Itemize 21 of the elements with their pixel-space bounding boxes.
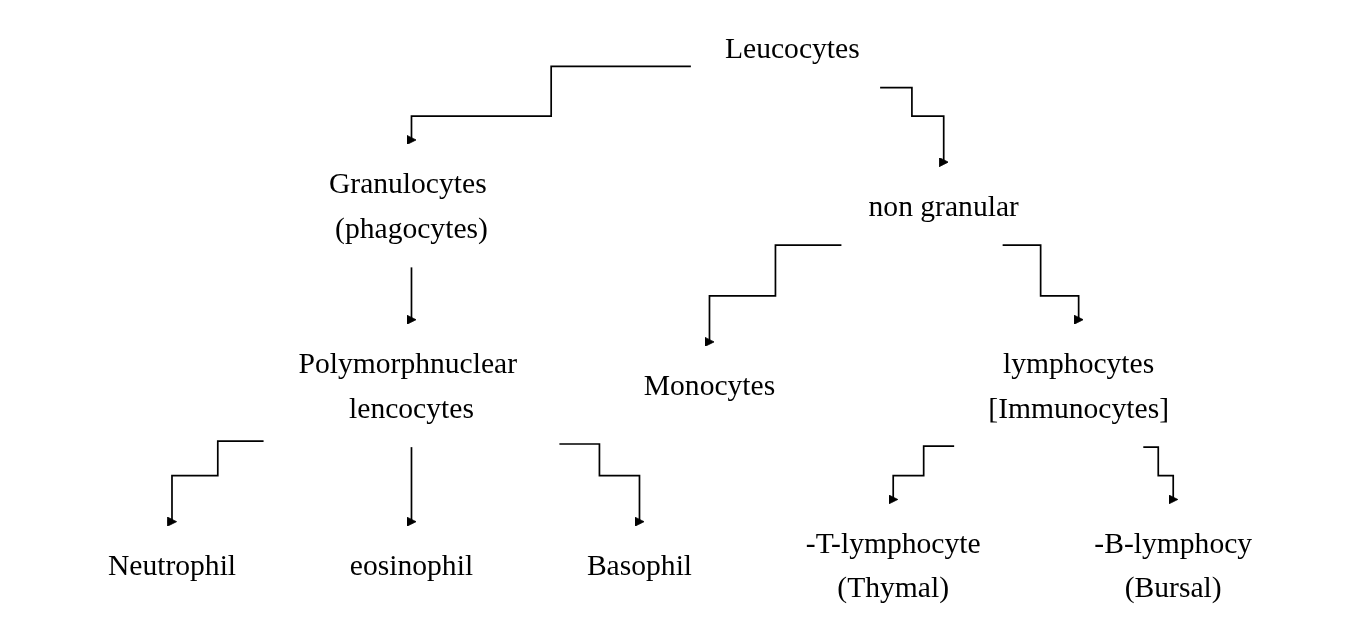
node-text: Monocytes (643, 369, 776, 403)
node-text: Basophil (586, 548, 693, 582)
node-text: Leucocytes (725, 31, 860, 65)
node-text: Neutrophil (107, 548, 237, 582)
arrow (406, 446, 417, 527)
node-text: non granular (868, 189, 1019, 223)
arrow (167, 440, 265, 527)
arrow (888, 445, 955, 505)
arrow (406, 266, 417, 325)
node-text: eosinophil (349, 548, 474, 582)
arrow (1142, 446, 1179, 505)
arrow (558, 443, 645, 527)
arrow (1001, 244, 1084, 325)
arrow (704, 244, 843, 347)
node-text: lymphocytes [Immunocytes] (988, 347, 1169, 425)
node-text: Granulocytes (phagocytes) (328, 167, 488, 245)
node-text: -T-lymphocyte (Thymal) (805, 526, 981, 605)
arrow (879, 86, 949, 168)
node-text: Polymorphnuclear lencocytes (298, 347, 518, 425)
node-text: -B-lymphocy (Bursal) (1094, 526, 1253, 605)
arrow (406, 65, 692, 145)
